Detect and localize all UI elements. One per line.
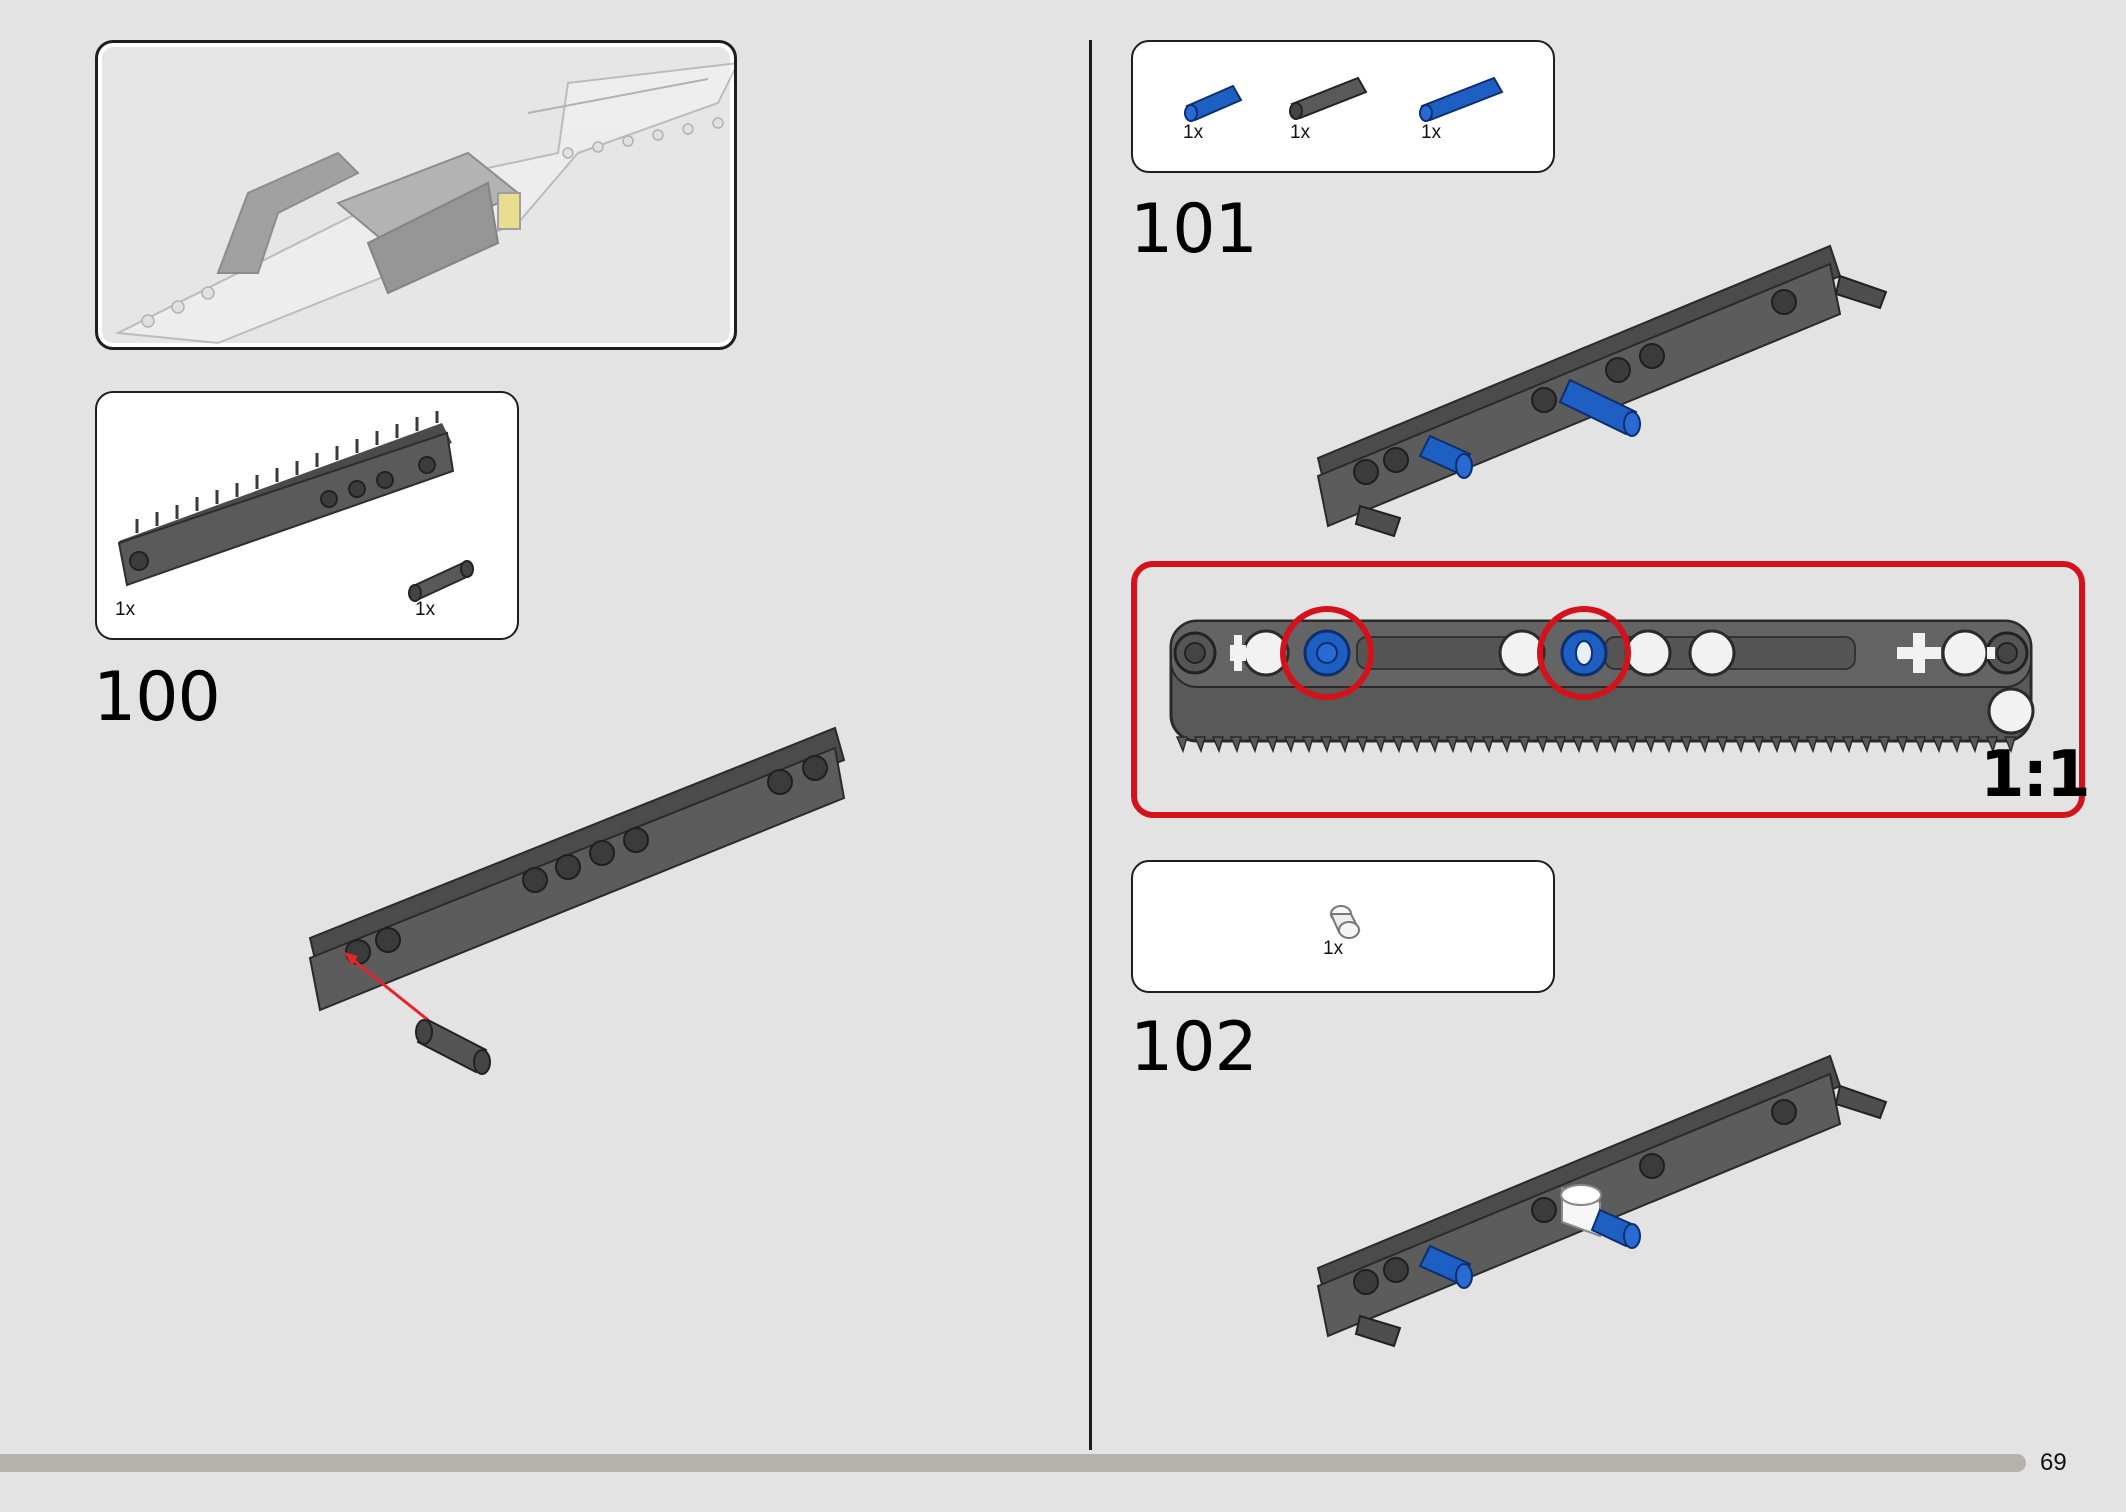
gear-rack-side-view — [1169, 606, 2035, 754]
step-number: 100 — [93, 658, 221, 737]
overview-panel — [95, 40, 737, 350]
pin-dark-gray-part — [408, 560, 474, 602]
overview-model-illustration — [114, 62, 734, 345]
part-quantity: 1x — [1323, 938, 1344, 959]
scale-callout — [1131, 561, 2085, 818]
parts-panel-step-100: 1x 1x — [95, 391, 519, 640]
parts-panel-step-102: 1x — [1131, 860, 1555, 993]
scale-label: 1:1 — [1980, 738, 2091, 812]
step-number: 101 — [1130, 190, 1258, 269]
assembly-illustration-step-102 — [1316, 1054, 1888, 1348]
parts-panel-step-101: 1x 1x 1x — [1131, 40, 1555, 173]
part-quantity: 1x — [415, 599, 436, 620]
step-number: 102 — [1130, 1008, 1258, 1087]
page-number: 69 — [2040, 1449, 2067, 1476]
part-quantity: 1x — [1183, 122, 1204, 143]
gear-rack-beam-part — [117, 411, 455, 587]
part-quantity: 1x — [1421, 122, 1442, 143]
pin-dark-gray-part — [1289, 76, 1368, 120]
part-quantity: 1x — [1290, 122, 1311, 143]
bushing-white-part — [1329, 905, 1361, 939]
part-quantity: 1x — [115, 599, 136, 620]
pin-blue-long-part — [1419, 76, 1504, 122]
assembly-illustration-step-101 — [1316, 244, 1888, 538]
pin-blue-short-part — [1184, 84, 1243, 122]
page-divider — [1089, 40, 1092, 1450]
progress-bar — [0, 1454, 2026, 1472]
assembly-illustration-step-100 — [308, 726, 846, 1075]
